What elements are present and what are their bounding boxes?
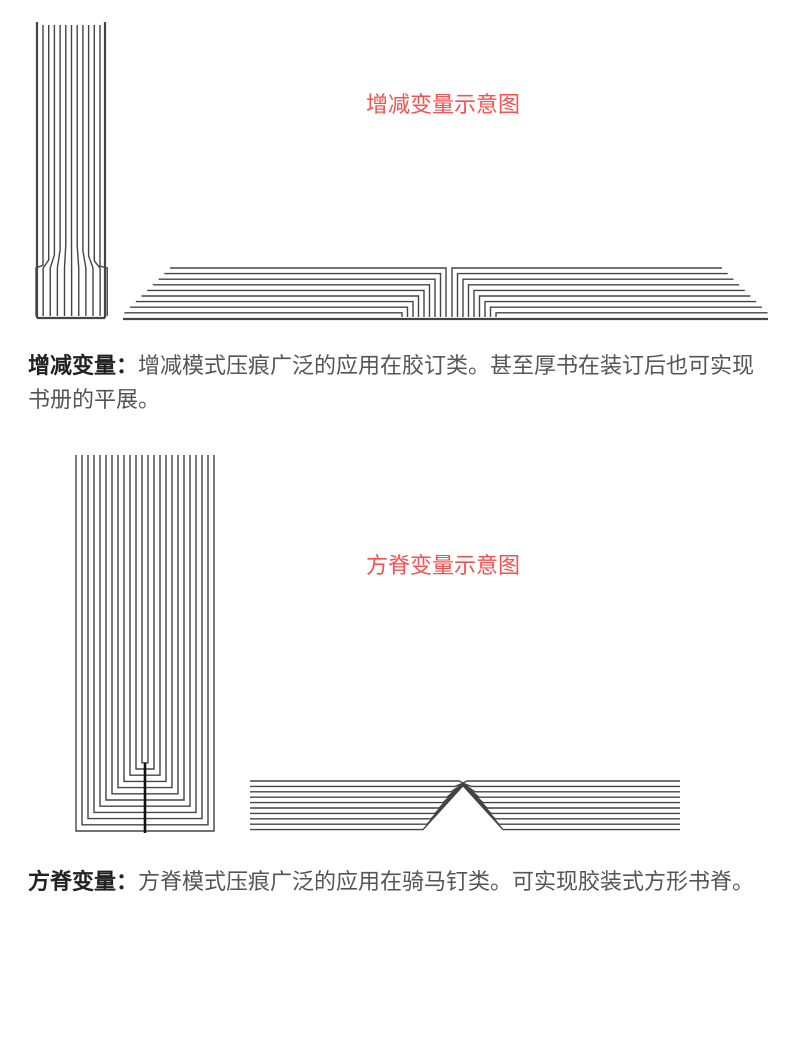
right-page-line bbox=[473, 289, 745, 317]
page-line bbox=[63, 25, 67, 316]
page-line bbox=[93, 25, 101, 316]
spine-fold-line bbox=[93, 455, 197, 814]
increase-decrease-diagram: 增减变量示意图 bbox=[0, 0, 790, 335]
page-line bbox=[56, 25, 61, 316]
right-page-line bbox=[462, 278, 734, 317]
spine-fold-line bbox=[141, 455, 149, 764]
caption-text: 增减模式压痕广泛的应用在胶订类。甚至厚书在装订后也可实现书册的平展。 bbox=[28, 354, 755, 413]
page-line bbox=[49, 25, 56, 316]
page-line bbox=[87, 25, 94, 316]
spine-fold-line bbox=[111, 455, 179, 795]
diagram-title: 方脊变量示意图 bbox=[366, 554, 520, 579]
right-page-line bbox=[478, 295, 751, 317]
left-page-line bbox=[170, 267, 447, 317]
left-page-line bbox=[164, 272, 442, 317]
increase-decrease-svg: 增减变量示意图 bbox=[35, 22, 768, 321]
diagram-title: 增减变量示意图 bbox=[366, 93, 520, 118]
spine-fold-line bbox=[117, 455, 173, 789]
page-line bbox=[42, 25, 50, 316]
square-spine-svg: 方脊变量示意图 bbox=[75, 455, 680, 833]
right-page-line bbox=[451, 267, 722, 317]
left-page-line bbox=[141, 295, 420, 317]
left-page-line bbox=[124, 312, 403, 317]
square-spine-diagram: 方脊变量示意图 bbox=[0, 445, 790, 845]
caption-label: 增减变量： bbox=[28, 354, 139, 379]
closed-book-lines bbox=[35, 22, 108, 320]
page-line bbox=[82, 25, 87, 316]
spine-fold-line bbox=[129, 455, 161, 776]
right-page-line bbox=[484, 300, 757, 317]
left-page-line bbox=[152, 284, 431, 317]
spine-fold-line bbox=[99, 455, 191, 807]
left-page-line bbox=[135, 300, 414, 317]
page-line bbox=[76, 25, 80, 316]
left-page-line bbox=[158, 278, 436, 317]
spine-u-lines bbox=[75, 455, 215, 833]
right-page-line bbox=[467, 284, 740, 317]
open-book-lines bbox=[123, 267, 768, 321]
caption-text: 方脊模式压痕广泛的应用在骑马钉类。可实现胶装式方形书脊。 bbox=[138, 870, 755, 895]
caption-increase-decrease: 增减变量：增减模式压痕广泛的应用在胶订类。甚至厚书在装订后也可实现书册的平展。 bbox=[28, 350, 768, 418]
page-line bbox=[99, 25, 108, 316]
right-page-line bbox=[489, 306, 762, 317]
flat-sheet-lines bbox=[250, 780, 680, 831]
sheet-line bbox=[250, 780, 680, 784]
page-line bbox=[35, 25, 44, 316]
left-page-line bbox=[130, 306, 409, 317]
sheet-line bbox=[250, 784, 680, 831]
caption-label: 方脊变量： bbox=[28, 870, 139, 895]
left-page-line bbox=[147, 289, 425, 317]
spine-fold-line bbox=[135, 455, 155, 770]
right-page-line bbox=[495, 312, 768, 317]
right-page-line bbox=[456, 272, 728, 317]
caption-square-spine: 方脊变量：方脊模式压痕广泛的应用在骑马钉类。可实现胶装式方形书脊。 bbox=[28, 866, 768, 900]
sheet-line bbox=[250, 783, 680, 815]
